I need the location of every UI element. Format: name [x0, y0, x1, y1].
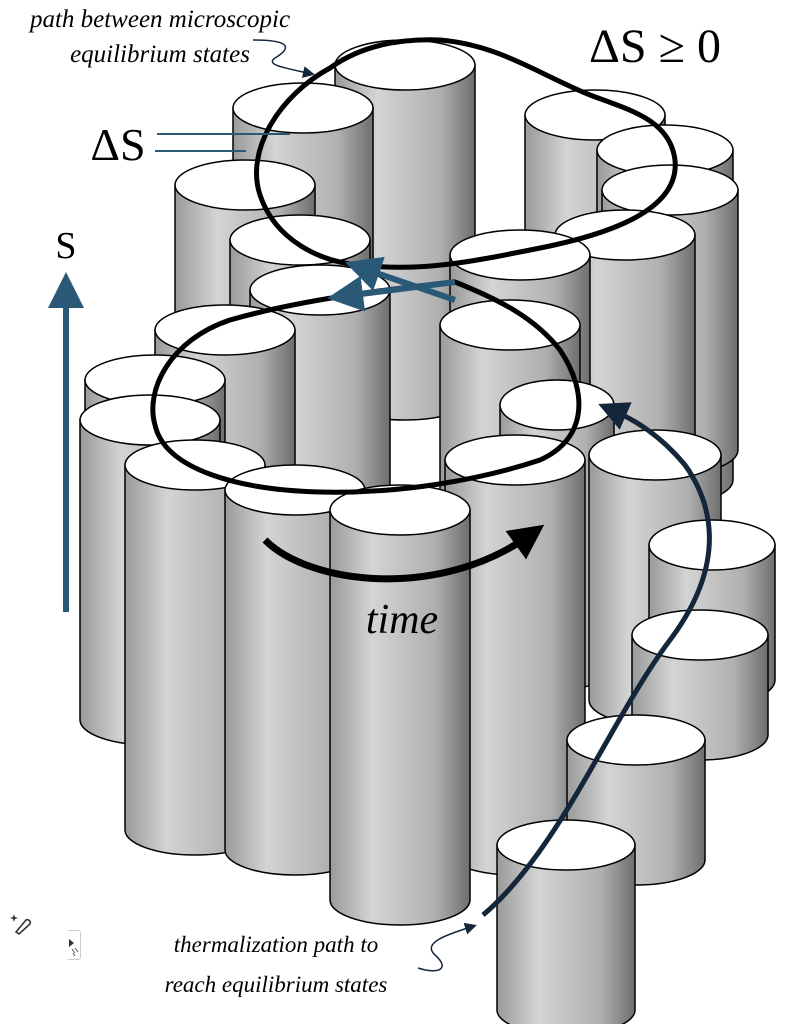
- cylinder-group: [79, 39, 776, 1024]
- path-label-line1: path between microscopic: [28, 6, 290, 33]
- cylinder-top: [154, 304, 296, 356]
- path-label-line2: equilibrium states: [70, 41, 250, 68]
- cylinder-top: [496, 819, 636, 871]
- microstate-path-loop: [254, 37, 678, 270]
- cylinder-top: [648, 519, 776, 571]
- cylinder-top: [334, 39, 476, 91]
- thermalization-path: [481, 402, 712, 917]
- label-pointer-squiggle: [252, 39, 315, 78]
- cylinder-top: [631, 609, 769, 661]
- cylinder-top: [449, 229, 591, 281]
- cylinder-top: [444, 434, 586, 486]
- state-cylinder: [496, 819, 636, 1024]
- entropy-step-arrow: [327, 275, 456, 312]
- sparkle-pen-icon[interactable]: [10, 912, 34, 936]
- cylinder-top: [229, 214, 371, 266]
- label-pointer-squiggle: [417, 922, 477, 972]
- cylinder-top: [174, 159, 316, 211]
- microstate-path-loop-lower: [150, 279, 582, 495]
- cylinder-top: [79, 394, 221, 446]
- entropy-step-arrow: [344, 256, 456, 303]
- thermalization-label-line2: reach equilibrium states: [165, 972, 388, 997]
- cylinder-top: [439, 299, 581, 351]
- delta-s-inequality: ΔS ≥ 0: [589, 20, 721, 73]
- cylinder-top: [232, 82, 374, 134]
- cylinder-top: [566, 714, 706, 766]
- state-cylinder: [329, 484, 471, 926]
- time-label: time: [366, 597, 438, 643]
- cylinder-top: [329, 484, 471, 536]
- cylinder-top: [524, 89, 666, 141]
- cylinder-top: [499, 379, 615, 431]
- cylinder-top: [124, 439, 266, 491]
- delta-s-label: ΔS: [90, 119, 145, 170]
- cursor-tab-icon[interactable]: [68, 930, 81, 960]
- entropy-axis-label: S: [55, 225, 76, 267]
- time-arrow: [262, 524, 545, 583]
- cylinder-side: [496, 844, 636, 1024]
- cylinder-side: [329, 509, 471, 926]
- thermalization-label-line1: thermalization path to: [174, 932, 378, 957]
